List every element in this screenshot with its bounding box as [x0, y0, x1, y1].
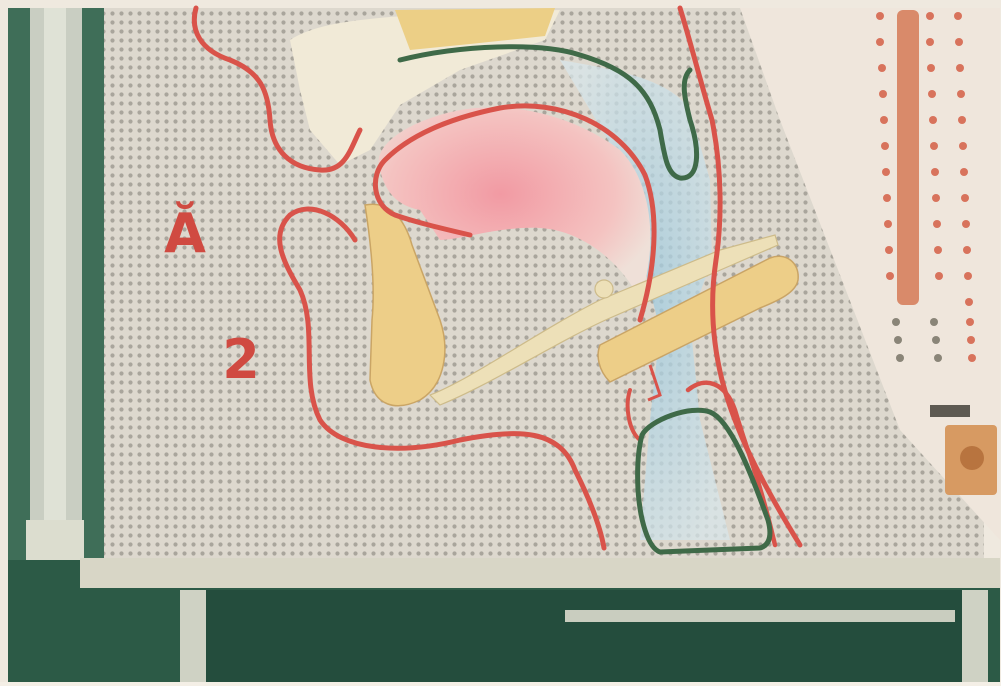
bottom-slot-left-edge	[180, 590, 206, 682]
number-label: 2	[222, 328, 260, 391]
bottom-rail	[80, 558, 1000, 588]
bottom-slot	[180, 590, 980, 682]
bottom-slot-bar	[565, 610, 955, 622]
letter-label: Ă	[164, 202, 206, 265]
right-device-knob	[960, 446, 984, 470]
bottom-slot-right-edge	[962, 590, 988, 682]
right-panel-bar	[897, 10, 919, 305]
hyoid-knob	[595, 280, 613, 298]
left-frame-highlight	[44, 8, 66, 533]
right-device-clip	[930, 405, 970, 417]
